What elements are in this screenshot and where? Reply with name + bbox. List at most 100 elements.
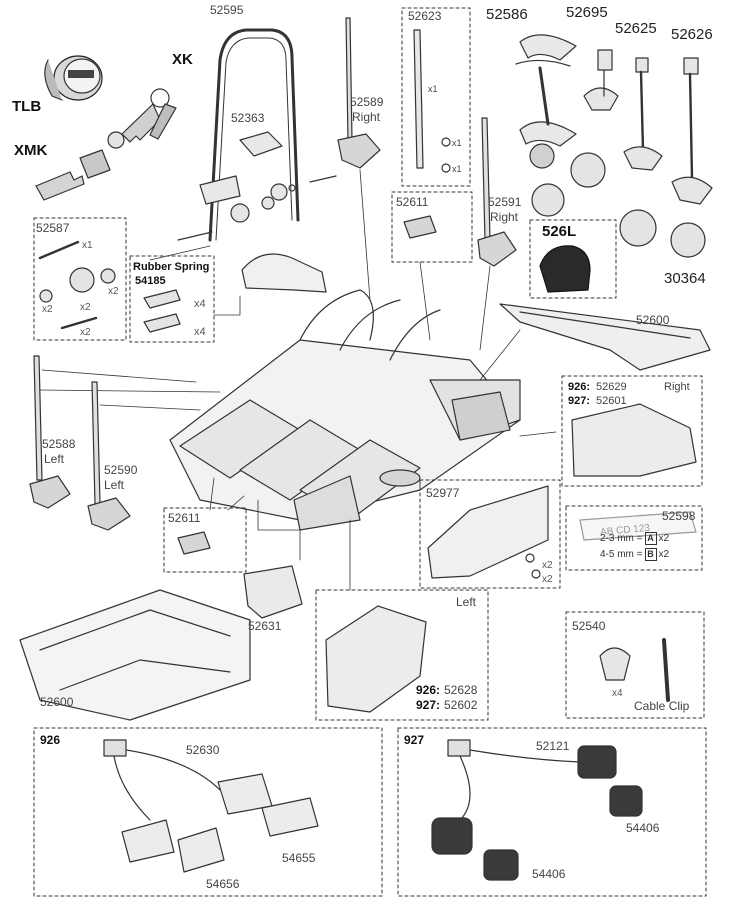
label-52591: 52591: [488, 195, 522, 209]
label-52363: 52363: [231, 111, 265, 125]
label-52595: 52595: [210, 3, 244, 17]
label-xk: XK: [172, 51, 193, 68]
label-rubber-spring: Rubber Spring: [133, 261, 210, 273]
label-54406-a: 54406: [626, 821, 660, 835]
label-52601: 52601: [596, 395, 627, 407]
part-52587-kit-items: [38, 240, 116, 330]
qty-52587-washer: x2: [108, 286, 119, 297]
cable-clip-illustration: [662, 638, 670, 702]
label-52586: 52586: [486, 6, 528, 23]
xmk-master-key-illustration: [35, 149, 111, 201]
label-52695: 52695: [566, 4, 608, 21]
part-30364-knobs: [531, 152, 706, 258]
label-52626: 52626: [671, 26, 713, 43]
label-52602-model: 927:: [416, 698, 441, 712]
box-52629-52601: [561, 375, 703, 487]
part-52363-clamp: [199, 131, 283, 205]
box-rubber-spring: [129, 255, 215, 343]
part-52631-housing: [243, 565, 303, 619]
plate-code-a: A: [644, 532, 657, 545]
label-52601-model: 927:: [568, 395, 591, 407]
part-52600-ramp-bottom: [19, 589, 251, 721]
part-52590-arm: [87, 381, 131, 531]
kit-926-wiring: [103, 739, 319, 873]
box-52611-bottom: [163, 507, 247, 573]
label-52121: 52121: [536, 739, 570, 753]
part-52977-bracket: [427, 485, 549, 579]
qty-52587-wrench: x1: [82, 240, 93, 251]
label-kit-927: 927: [404, 733, 425, 747]
box-kit-926: [33, 727, 383, 897]
label-52628: 52628: [444, 683, 478, 697]
label-52600-top: 52600: [636, 313, 670, 327]
label-xmk: XMK: [14, 142, 48, 159]
qty-54185-b: x4: [194, 326, 206, 338]
qty-52977-a: x2: [542, 560, 553, 571]
qty-52623-a: x1: [452, 138, 462, 148]
label-left-light: Left: [456, 595, 477, 609]
label-cable-clip: Cable Clip: [634, 699, 690, 713]
label-52977: 52977: [426, 486, 460, 500]
qty-52623-strap: x1: [428, 84, 438, 94]
qty-52540: x4: [612, 688, 623, 699]
label-52588: 52588: [42, 437, 76, 451]
handle-pad: [241, 253, 327, 293]
part-52600-ramp-top: [499, 303, 711, 371]
part-52625-clamp: [623, 57, 663, 171]
plate-row-4-5mm-text: 4-5 mm =: [600, 549, 643, 560]
kit-927-wiring: [431, 739, 643, 881]
part-54185-spring-a: [143, 289, 181, 309]
label-52628-model: 926:: [416, 683, 441, 697]
label-52600-bottom: 52600: [40, 695, 74, 709]
label-52590: 52590: [104, 463, 138, 477]
part-526l-lock-knob: [539, 245, 591, 293]
plate-row-2-3mm-qty: x2: [658, 533, 670, 544]
box-52628-52602: [315, 589, 489, 721]
label-52587: 52587: [36, 221, 70, 235]
bike-carrier-main-assembly: [169, 289, 521, 531]
box-52540: [565, 611, 705, 719]
qty-54185-a: x4: [194, 298, 206, 310]
handle-fixing-hardware: [177, 175, 337, 241]
label-52630: 52630: [186, 743, 220, 757]
plate-row-2-3mm-text: 2-3 mm =: [600, 533, 643, 544]
label-52625: 52625: [615, 20, 657, 37]
part-52591-arm: [477, 117, 517, 267]
label-30364: 30364: [664, 270, 706, 287]
label-52629-side: Right: [664, 381, 690, 393]
plate-row-4-5mm-qty: x2: [658, 549, 670, 560]
label-54656: 54656: [206, 877, 240, 891]
label-526l: 526L: [542, 223, 577, 240]
label-52629: 52629: [596, 381, 627, 393]
box-kit-927: [397, 727, 707, 897]
part-52611-cap-top: [403, 215, 437, 239]
label-52598: 52598: [662, 509, 696, 523]
part-52629-light-right: [571, 403, 697, 477]
part-52589-arm: [337, 17, 381, 169]
part-52623-strap: [401, 7, 471, 187]
tlb-lock-cylinder-illustration: [44, 55, 103, 101]
label-52602: 52602: [444, 698, 478, 712]
xk-keys-illustration: [107, 88, 177, 149]
label-kit-926: 926: [40, 733, 61, 747]
part-52595-handle: [208, 28, 300, 242]
label-54406-b: 54406: [532, 867, 566, 881]
label-52589: 52589: [350, 95, 384, 109]
qty-52587-bolt: x2: [80, 327, 91, 338]
part-52598-plate: [579, 511, 697, 541]
label-52631: 52631: [248, 619, 282, 633]
box-526l: [529, 219, 617, 299]
label-54655: 54655: [282, 851, 316, 865]
label-54185: 54185: [135, 275, 166, 287]
qty-52977-b: x2: [542, 574, 553, 585]
box-52598: [565, 505, 703, 571]
box-52587: [33, 217, 127, 341]
qty-52623-b: x1: [452, 164, 462, 174]
label-52629-model: 926:: [568, 381, 591, 393]
part-54185-spring-b: [143, 313, 181, 333]
label-52590-side: Left: [104, 478, 125, 492]
part-52626-clamp: [671, 57, 713, 205]
label-52588-side: Left: [44, 452, 65, 466]
